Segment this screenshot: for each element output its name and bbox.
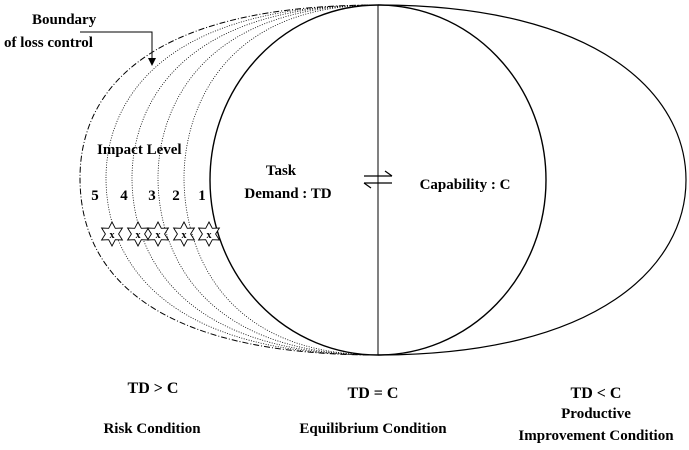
task-demand-label-line1: Task — [266, 163, 297, 179]
impact-level-1-label: 1 — [198, 188, 206, 204]
equilibrium-condition-name: Equilibrium Condition — [299, 421, 447, 437]
capability-outer-ellipse — [377, 4, 687, 356]
risk-condition-name: Risk Condition — [103, 421, 201, 437]
capability-label: Capability : C — [420, 177, 511, 193]
productive-condition-formula: TD < C — [571, 385, 622, 402]
impact-level-title: Impact Level — [97, 142, 182, 158]
impact-marker-3: x — [146, 221, 170, 247]
impact-level-3-label: 3 — [148, 188, 156, 204]
impact-marker-5-glyph: x — [110, 230, 115, 241]
impact-marker-1-glyph: x — [207, 230, 212, 241]
risk-condition-formula: TD > C — [128, 380, 179, 397]
impact-level-3-curve — [131, 4, 379, 356]
impact-markers: x x x x x — [100, 221, 221, 247]
impact-level-2-label: 2 — [172, 188, 180, 204]
equilibrium-arrows-icon — [363, 170, 393, 189]
impact-level-4-label: 4 — [120, 188, 128, 204]
impact-marker-3-glyph: x — [156, 230, 161, 241]
productive-condition-name-line2: Improvement Condition — [518, 428, 674, 444]
impact-marker-4: x — [126, 221, 150, 247]
productive-condition-name-line1: Productive — [561, 406, 631, 422]
impact-level-2-curve — [157, 4, 379, 356]
impact-level-4-curve — [105, 4, 379, 356]
impact-marker-4-glyph: x — [136, 230, 141, 241]
boundary-label-line1: Boundary — [32, 12, 97, 28]
impact-level-1-curve — [183, 4, 379, 356]
impact-marker-5: x — [100, 221, 124, 247]
boundary-pointer-arrow — [80, 31, 156, 66]
impact-marker-1: x — [197, 221, 221, 247]
boundary-label-line2: of loss control — [4, 35, 93, 51]
loss-control-boundary-curve — [79, 4, 379, 356]
impact-level-5-label: 5 — [91, 188, 99, 204]
impact-marker-2: x — [172, 221, 196, 247]
impact-marker-2-glyph: x — [182, 230, 187, 241]
equilibrium-condition-formula: TD = C — [348, 385, 399, 402]
task-demand-label-line2: Demand : TD — [244, 186, 331, 202]
